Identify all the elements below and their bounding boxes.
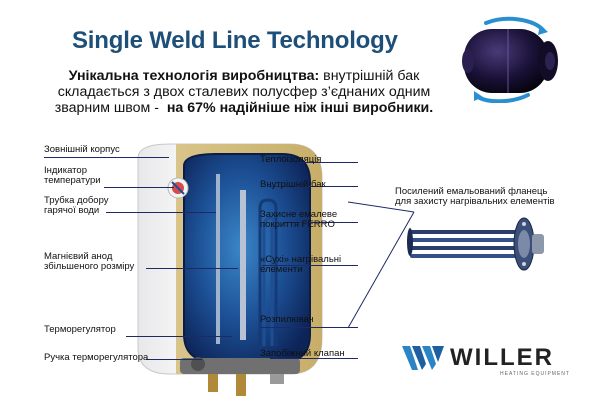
label-thermostat: Терморегулятор: [44, 324, 116, 335]
flange-callout-lines: [347, 201, 415, 329]
leader-line: [146, 268, 238, 269]
leader-line: [262, 265, 358, 266]
intro-rest: внутрішній бак складається з двох сталев…: [54, 68, 431, 116]
leader-line: [146, 359, 202, 360]
leader-line: [126, 336, 232, 337]
leader-line: [44, 157, 169, 158]
label-flange: Посилений емальований фланець для захист…: [395, 186, 555, 207]
intro-text: Унікальна технологія виробництва: внутрі…: [44, 68, 444, 116]
label-thermal-insulation: Теплоізоляція: [260, 154, 322, 165]
logo-tagline: HEATING EQUIPMENT: [500, 371, 570, 377]
label-inner-tank: Внутрішній бак: [260, 179, 326, 190]
leader-line: [270, 358, 358, 359]
intro-bold-start: Унікальна технологія виробництва:: [68, 68, 320, 84]
label-safety-valve: Запобіжний клапан: [260, 348, 345, 359]
page-title: Single Weld Line Technology: [72, 27, 398, 54]
label-dry-heating-elements: «Сухі» нагрівальні елементи: [260, 254, 342, 275]
label-thermostat-knob: Ручка терморегулятора: [44, 352, 149, 363]
leader-line: [268, 186, 358, 187]
leader-line: [284, 222, 358, 223]
label-magnesium-anode: Магнієвий анод збільшеного розміру: [44, 251, 135, 272]
label-temperature-indicator: Індикатор температури: [44, 165, 101, 186]
water-heater-cutaway: [137, 143, 323, 396]
leader-line: [260, 327, 358, 328]
leader-line: [104, 187, 174, 188]
willer-logo-mark: [402, 346, 444, 370]
label-hot-water-pipe: Трубка добору гарячої води: [44, 195, 109, 216]
intro-bold-end: на 67% надійніше ніж інші виробники.: [166, 100, 434, 116]
label-enamel-coating: Захисне емалеве покриття FERRO: [260, 209, 338, 230]
leader-line: [300, 162, 358, 163]
willer-logo: WILLER HEATING EQUIPMENT: [402, 342, 572, 382]
leader-line: [106, 212, 216, 213]
label-outer-casing: Зовнішній корпус: [44, 144, 120, 155]
logo-brand: WILLER: [450, 344, 554, 371]
flange-heating-element-image: [407, 217, 544, 271]
label-sprayer: Розпилювач: [260, 314, 314, 325]
inner-tank-image: [462, 16, 558, 103]
